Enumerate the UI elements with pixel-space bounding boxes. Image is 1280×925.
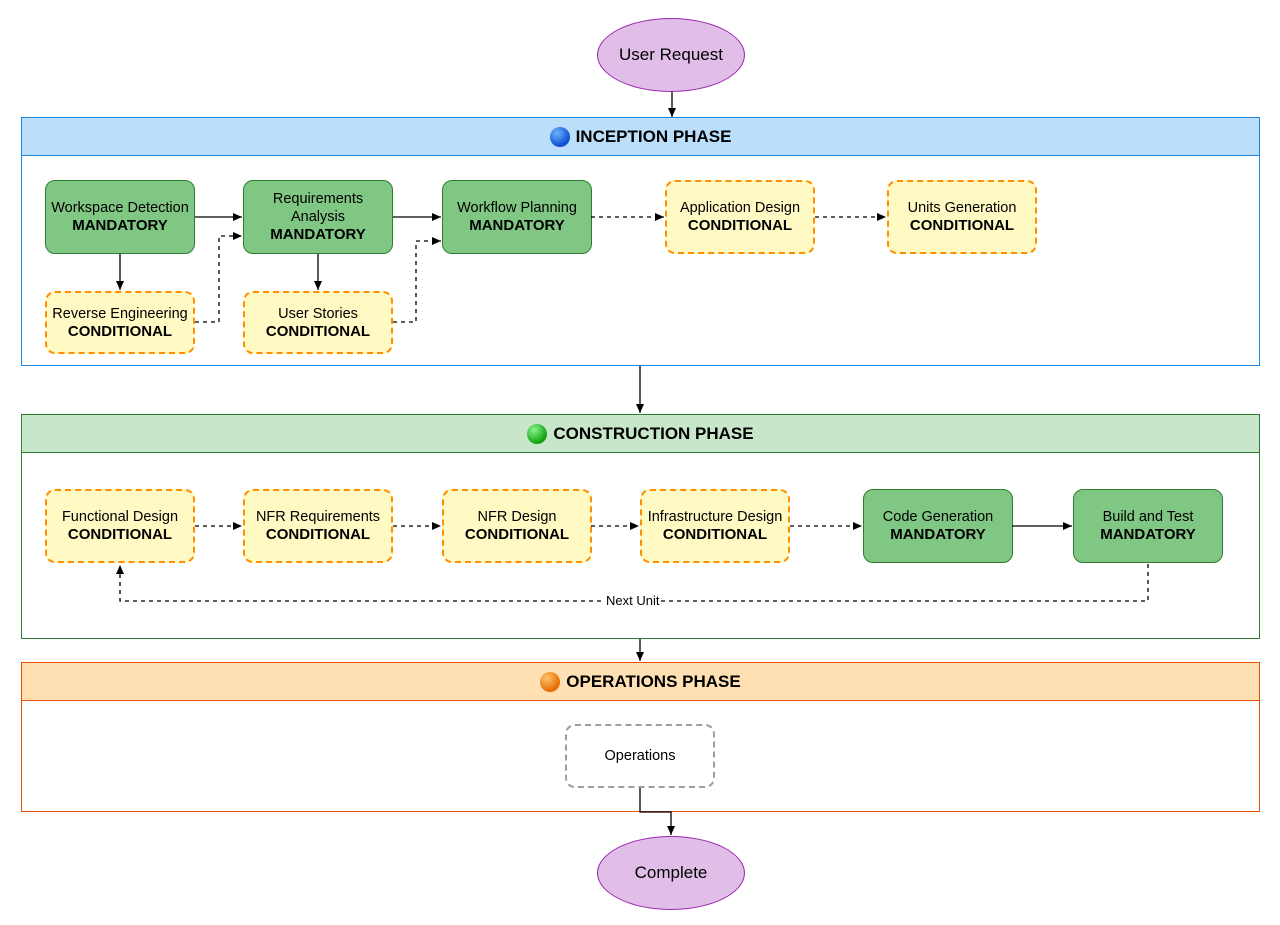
stage-status: CONDITIONAL: [67, 322, 173, 340]
stage-status: CONDITIONAL: [662, 526, 768, 543]
stage-name: NFR Requirements: [255, 509, 381, 525]
stage-nfr-requirements: NFR Requirements CONDITIONAL: [243, 489, 393, 563]
stage-status: MANDATORY: [469, 217, 565, 234]
stage-user-stories: User Stories CONDITIONAL: [243, 291, 393, 354]
stage-functional-design: Functional Design CONDITIONAL: [45, 489, 195, 563]
blue-circle-icon: [549, 126, 570, 147]
stage-workflow-planning: Workflow Planning MANDATORY: [442, 180, 592, 254]
green-circle-icon: [527, 423, 548, 444]
stage-name: Build and Test: [1102, 509, 1194, 525]
construction-phase-title: CONSTRUCTION PHASE: [553, 423, 754, 443]
stage-status: CONDITIONAL: [687, 217, 793, 234]
operations-phase-title: OPERATIONS PHASE: [566, 671, 741, 691]
stage-name: Code Generation: [882, 509, 994, 525]
stage-status: MANDATORY: [270, 226, 366, 243]
stage-name: Operations: [604, 748, 676, 764]
inception-phase: INCEPTION PHASE: [21, 117, 1260, 366]
stage-status: CONDITIONAL: [265, 526, 371, 543]
stage-reverse-engineering: Reverse Engineering CONDITIONAL: [45, 291, 195, 354]
stage-name: User Stories: [278, 305, 358, 322]
stage-operations: Operations: [565, 724, 715, 788]
next-unit-label: Next Unit: [604, 593, 662, 608]
stage-units-generation: Units Generation CONDITIONAL: [887, 180, 1037, 254]
stage-name: Reverse Engineering: [52, 305, 188, 322]
stage-status: CONDITIONAL: [265, 322, 371, 340]
stage-name: Units Generation: [907, 200, 1017, 216]
stage-code-generation: Code Generation MANDATORY: [863, 489, 1013, 563]
stage-name: Infrastructure Design: [647, 509, 783, 525]
stage-workspace-detection: Workspace Detection MANDATORY: [45, 180, 195, 254]
stage-name: Application Design: [679, 200, 801, 216]
user-request-node: User Request: [597, 18, 745, 92]
user-request-label: User Request: [619, 45, 723, 64]
inception-phase-header: INCEPTION PHASE: [22, 118, 1259, 156]
stage-name: Workspace Detection: [51, 200, 189, 216]
inception-phase-title: INCEPTION PHASE: [575, 126, 732, 146]
complete-label: Complete: [634, 863, 708, 882]
stage-status: CONDITIONAL: [464, 526, 570, 543]
stage-application-design: Application Design CONDITIONAL: [665, 180, 815, 254]
stage-name: Requirements Analysis: [272, 191, 364, 225]
stage-status: CONDITIONAL: [909, 217, 1015, 234]
orange-circle-icon: [540, 671, 561, 692]
stage-name: Functional Design: [61, 509, 179, 525]
stage-status: MANDATORY: [1100, 526, 1196, 543]
stage-nfr-design: NFR Design CONDITIONAL: [442, 489, 592, 563]
stage-build-and-test: Build and Test MANDATORY: [1073, 489, 1223, 563]
stage-requirements-analysis: Requirements Analysis MANDATORY: [243, 180, 393, 254]
stage-status: MANDATORY: [890, 526, 986, 543]
stage-name: Workflow Planning: [457, 200, 577, 216]
stage-status: MANDATORY: [72, 217, 168, 234]
stage-status: CONDITIONAL: [67, 526, 173, 543]
stage-name: NFR Design: [477, 509, 557, 525]
operations-phase-header: OPERATIONS PHASE: [22, 663, 1259, 701]
stage-infrastructure-design: Infrastructure Design CONDITIONAL: [640, 489, 790, 563]
complete-node: Complete: [597, 836, 745, 910]
construction-phase-header: CONSTRUCTION PHASE: [22, 415, 1259, 453]
